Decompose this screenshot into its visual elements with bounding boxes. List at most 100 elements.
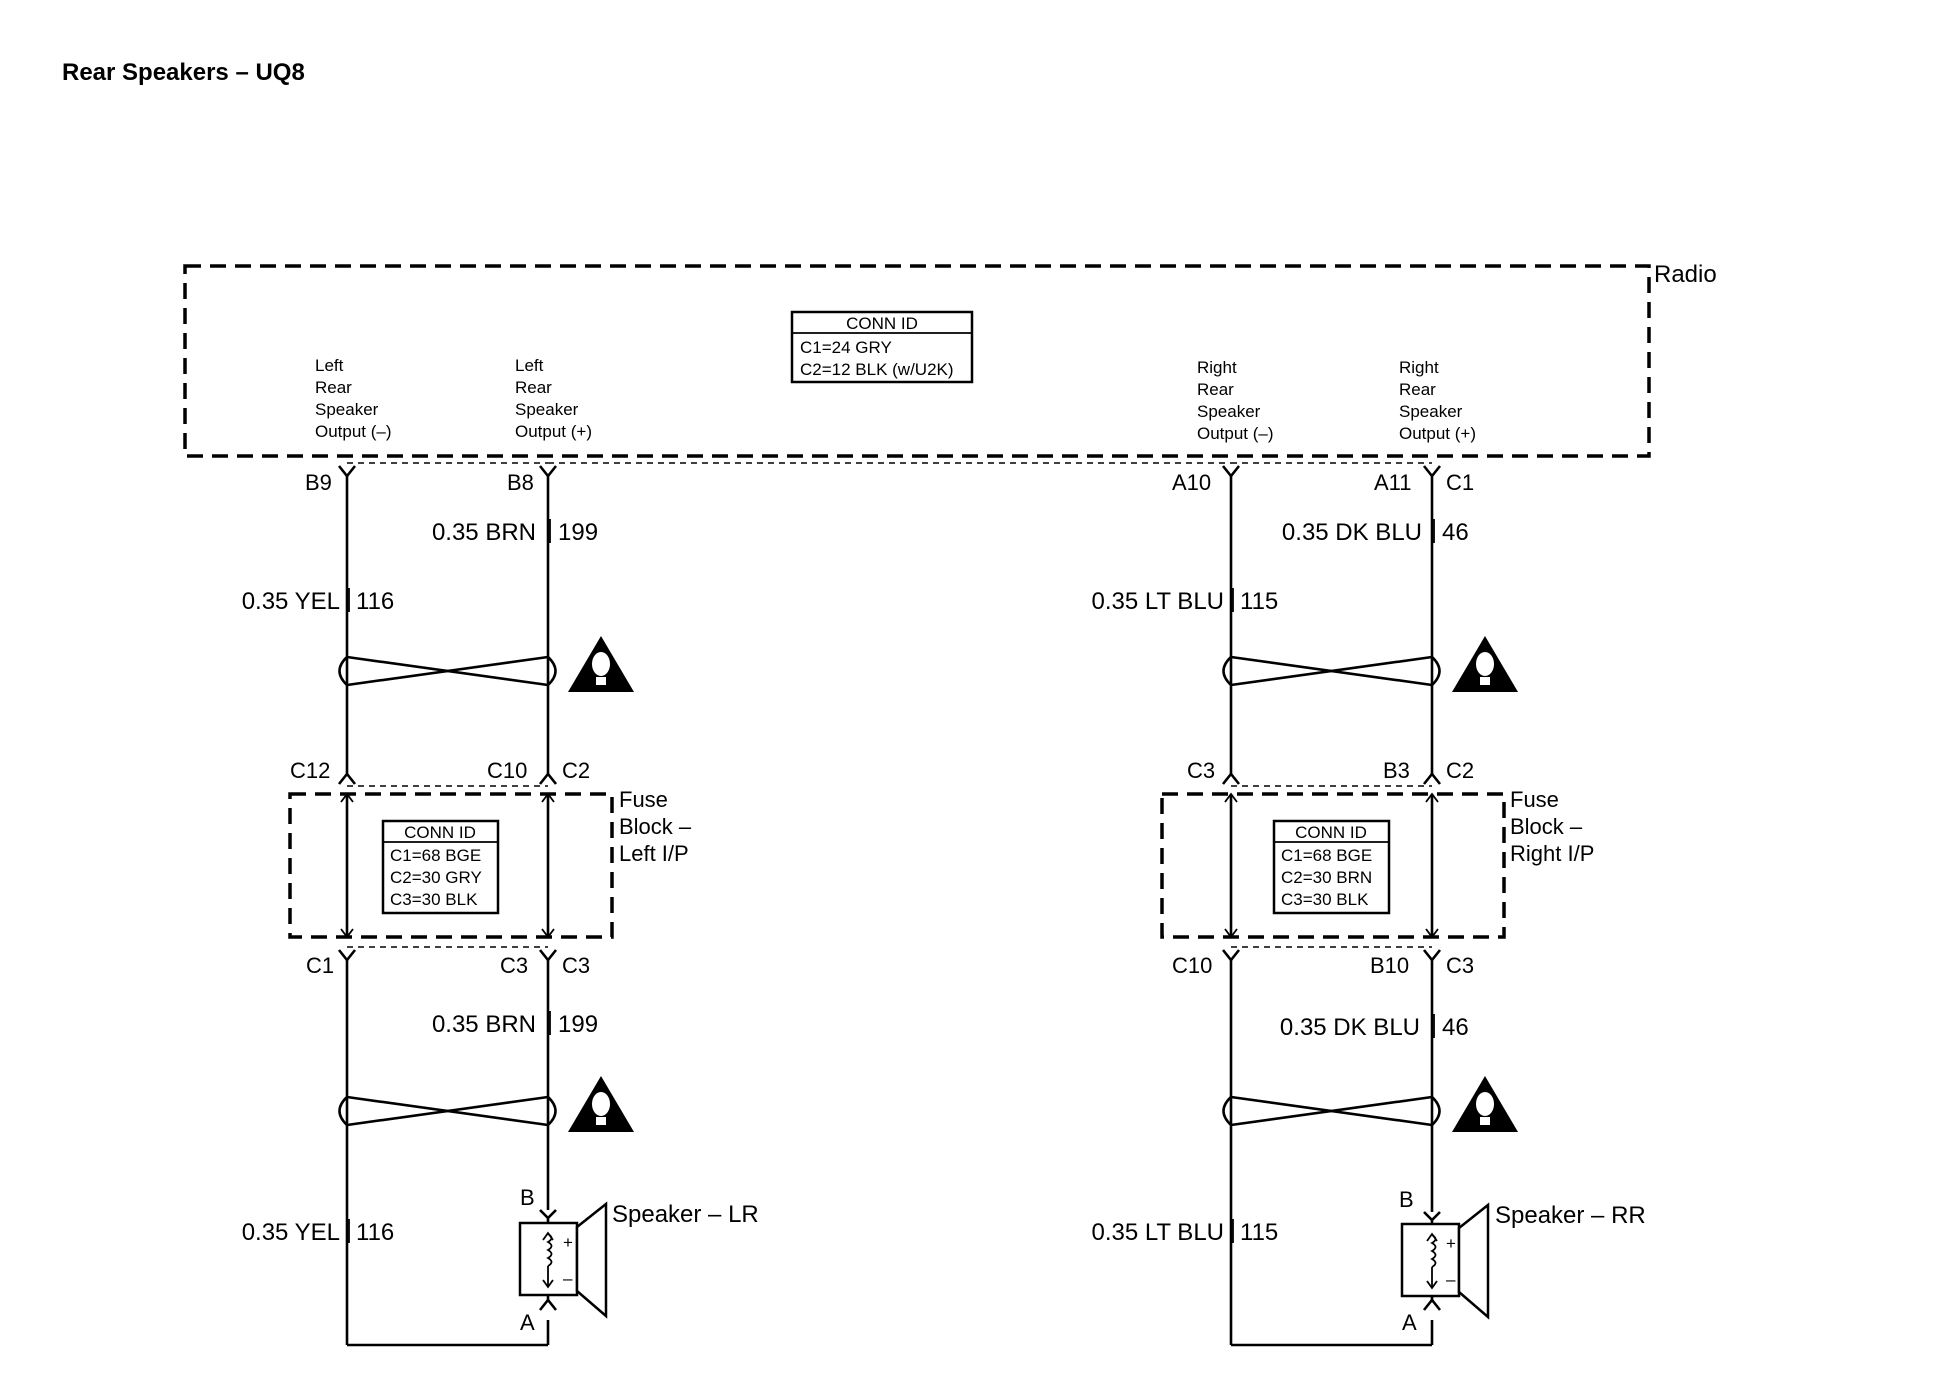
warning-icon [1452, 636, 1518, 692]
pin-label: C1 [306, 953, 334, 978]
connector-label: C2 [1446, 758, 1474, 783]
wire-label: 0.35 YEL [242, 1219, 340, 1246]
svg-text:Speaker: Speaker [315, 400, 379, 419]
svg-text:C2=30 GRY: C2=30 GRY [390, 868, 482, 887]
wire-label: 0.35 LT BLU [1091, 1219, 1224, 1246]
pin-label: B3 [1383, 758, 1410, 783]
circuit-number: 46 [1442, 519, 1469, 546]
pin-label: B [1399, 1187, 1414, 1212]
svg-text:Output (–): Output (–) [315, 422, 392, 441]
svg-text:C3=30 BLK: C3=30 BLK [390, 890, 478, 909]
output-label-right-plus: Right Rear Speaker Output (+) [1399, 358, 1476, 443]
pin-label: B [520, 1185, 535, 1210]
svg-text:C3=30 BLK: C3=30 BLK [1281, 890, 1369, 909]
wire-label: 0.35 DK BLU [1280, 1014, 1420, 1041]
svg-text:+: + [563, 1233, 573, 1252]
warning-icon [1452, 1076, 1518, 1132]
svg-text:Output (+): Output (+) [515, 422, 592, 441]
circuit-number: 115 [1240, 588, 1278, 615]
pin-label: A10 [1172, 470, 1211, 495]
fuse-block-label: Block – [619, 814, 692, 839]
circuit-number: 46 [1442, 1014, 1469, 1041]
svg-text:Left: Left [515, 356, 544, 375]
radio-outline [183, 264, 1651, 458]
wire-label: 0.35 DK BLU [1282, 519, 1422, 546]
wire-label: 0.35 LT BLU [1091, 588, 1224, 615]
twisted-pair-symbol [338, 1095, 557, 1127]
svg-text:+: + [1446, 1234, 1456, 1253]
svg-text:–: – [563, 1269, 573, 1288]
fuse-block-label: Fuse [619, 787, 668, 812]
pin-label: A [520, 1310, 535, 1335]
pin-label: C10 [487, 758, 527, 783]
output-label-right-minus: Right Rear Speaker Output (–) [1197, 358, 1274, 443]
page-title: Rear Speakers – UQ8 [62, 59, 305, 86]
svg-text:C1=68 BGE: C1=68 BGE [1281, 846, 1372, 865]
connector-label: C1 [1446, 470, 1474, 495]
twisted-pair-symbol [1222, 655, 1441, 687]
circuit-number: 199 [558, 519, 598, 546]
pin-label: C3 [1187, 758, 1215, 783]
fuse-block-label: Block – [1510, 814, 1583, 839]
connector-label: C2 [562, 758, 590, 783]
fuse-block-right [1160, 792, 1506, 939]
fuse-block-label: Right I/P [1510, 841, 1594, 866]
warning-icon [568, 1076, 634, 1132]
svg-text:CONN ID: CONN ID [1295, 823, 1367, 842]
pin-label: C3 [500, 953, 528, 978]
pin-label: A11 [1374, 470, 1412, 495]
fuse-block-conn-id: CONN ID C1=68 BGE C2=30 BRN C3=30 BLK [1272, 819, 1391, 915]
circuit-number: 115 [1240, 1219, 1278, 1246]
speaker-icon [1457, 1202, 1490, 1320]
svg-text:Output (–): Output (–) [1197, 424, 1274, 443]
svg-text:Speaker: Speaker [1197, 402, 1261, 421]
pin-label: A [1402, 1310, 1417, 1335]
svg-text:Right: Right [1399, 358, 1439, 377]
svg-text:C2=30 BRN: C2=30 BRN [1281, 868, 1372, 887]
wire-label: 0.35 YEL [242, 588, 340, 615]
speaker-label: Speaker – LR [612, 1201, 759, 1228]
speaker-lr: B + – A Speaker – LR [518, 1185, 759, 1335]
radio-conn-id: CONN ID C1=24 GRY C2=12 BLK (w/U2K) [790, 310, 974, 384]
svg-text:Right: Right [1197, 358, 1237, 377]
fuse-block-left [288, 792, 614, 939]
pin-label: C10 [1172, 953, 1212, 978]
conn-id-line: C2=12 BLK (w/U2K) [800, 360, 954, 379]
warning-icon [568, 636, 634, 692]
svg-text:Speaker: Speaker [515, 400, 579, 419]
connector-label: C3 [562, 953, 590, 978]
circuit-number: 116 [356, 588, 394, 615]
svg-text:Rear: Rear [515, 378, 552, 397]
right-channel: 0.35 LT BLU 115 0.35 DK BLU 46 C3 B3 C2 … [1091, 465, 1646, 1347]
conn-id-line: C1=24 GRY [800, 338, 892, 357]
svg-text:Rear: Rear [1399, 380, 1436, 399]
speaker-icon [575, 1201, 608, 1319]
svg-text:C1=68 BGE: C1=68 BGE [390, 846, 481, 865]
fuse-block-label: Fuse [1510, 787, 1559, 812]
twisted-pair-symbol [1222, 1095, 1441, 1127]
pin-label: C12 [290, 758, 330, 783]
svg-text:Rear: Rear [315, 378, 352, 397]
pin-label: B8 [507, 470, 534, 495]
conn-id-header: CONN ID [846, 314, 918, 333]
fuse-block-conn-id: CONN ID C1=68 BGE C2=30 GRY C3=30 BLK [381, 819, 500, 915]
pin-label: B9 [305, 470, 332, 495]
svg-text:Speaker: Speaker [1399, 402, 1463, 421]
wire-label: 0.35 BRN [432, 1011, 536, 1038]
pin-label: B10 [1370, 953, 1409, 978]
output-label-left-plus: Left Rear Speaker Output (+) [515, 356, 592, 441]
connector-label: C3 [1446, 953, 1474, 978]
svg-text:Left: Left [315, 356, 344, 375]
svg-text:Rear: Rear [1197, 380, 1234, 399]
svg-text:CONN ID: CONN ID [404, 823, 476, 842]
radio-module: Radio CONN ID C1=24 GRY C2=12 BLK (w/U2K… [183, 261, 1717, 458]
speaker-label: Speaker – RR [1495, 1202, 1646, 1229]
circuit-number: 116 [356, 1219, 394, 1246]
circuit-number: 199 [558, 1011, 598, 1038]
output-label-left-minus: Left Rear Speaker Output (–) [315, 356, 392, 441]
svg-text:–: – [1446, 1270, 1456, 1289]
svg-text:Output (+): Output (+) [1399, 424, 1476, 443]
radio-label: Radio [1654, 261, 1717, 288]
twisted-pair-symbol [338, 655, 557, 687]
